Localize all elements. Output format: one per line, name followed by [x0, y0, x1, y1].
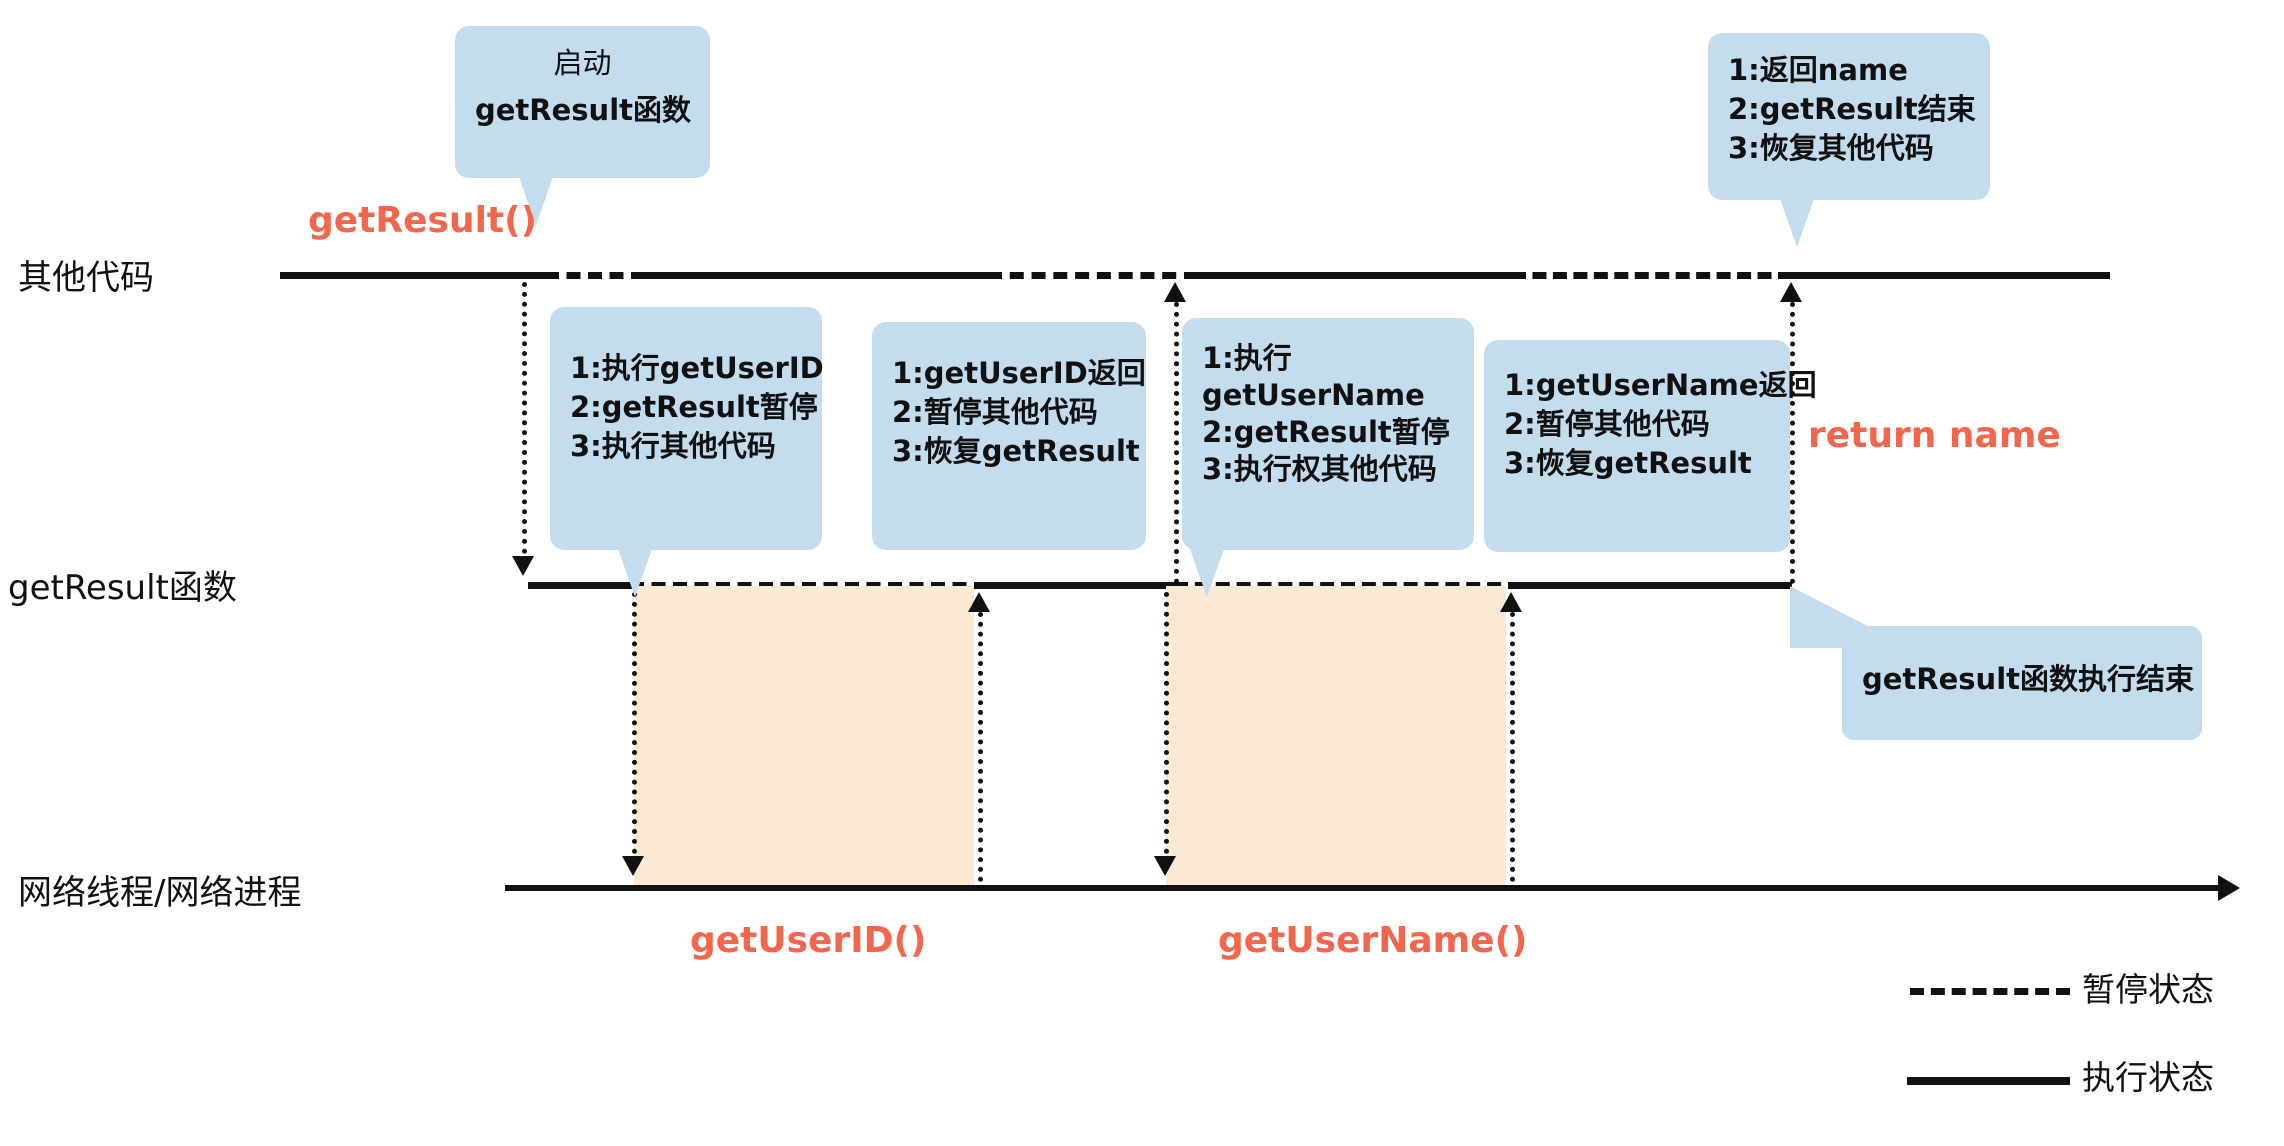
- callout-exec-getuserid-line-2: 2:getResult暂停: [570, 390, 818, 425]
- lane1-seg-solid-2: [640, 272, 990, 279]
- callout-return-name: 1:返回name 2:getResult结束 3:恢复其他代码: [1708, 33, 1990, 200]
- connector-return-name: [1790, 302, 1795, 584]
- lane1-seg-solid-4: [1790, 272, 2110, 279]
- lane2-seg-solid-2: [986, 582, 1176, 589]
- callout-return-name-line-1: 1:返回name: [1728, 53, 1908, 87]
- lane-label-other-code: 其他代码: [18, 258, 154, 298]
- network-block-getusername: [1166, 586, 1506, 885]
- callout-exec-getusername-line-4: 3:执行权其他代码: [1202, 452, 1437, 487]
- lane2-seg-solid-1: [528, 582, 632, 589]
- callout-exec-getuserid-line-1: 1:执行getUserID: [570, 351, 824, 385]
- lane-label-network-thread: 网络线程/网络进程: [18, 873, 302, 913]
- connector-getuserid-start: [632, 592, 637, 854]
- legend-swatch-paused: [1910, 988, 2070, 995]
- lane1-seg-solid-3: [1196, 272, 1514, 279]
- lane2-seg-solid-3: [1520, 582, 1792, 589]
- lane-label-getresult-func: getResult函数: [8, 568, 237, 608]
- callout-exec-getusername-line-2: getUserName: [1202, 378, 1425, 413]
- callout-getuserid-return-line-2: 2:暂停其他代码: [892, 395, 1098, 430]
- callout-getuserid-return-line-3: 3:恢复getResult: [892, 434, 1140, 469]
- callout-return-name-line-2: 2:getResult结束: [1728, 92, 1976, 127]
- callout-exec-getusername-tail: [1190, 549, 1224, 597]
- connector-getuserid-return: [978, 612, 983, 882]
- network-block-getuserid: [634, 586, 974, 885]
- legend-swatch-executing: [1907, 1077, 2070, 1085]
- lane3-axis-arrow-icon: [2218, 875, 2240, 901]
- callout-getusername-return-line-1: 1:getUserName返回: [1504, 368, 1817, 402]
- callout-getresult-finished-line-1: getResult函数执行结束: [1862, 662, 2194, 696]
- connector-getuserid-return-arrow-icon: [968, 592, 990, 612]
- legend-label-paused: 暂停状态: [2082, 970, 2214, 1009]
- callout-exec-getuserid-tail: [618, 549, 652, 597]
- callout-exec-getuserid: 1:执行getUserID 2:getResult暂停 3:执行其他代码: [550, 307, 824, 550]
- connector-start-call-arrow-icon: [512, 556, 534, 576]
- callout-exec-getusername: 1:执行 getUserName 2:getResult暂停 3:执行权其他代码: [1182, 318, 1474, 550]
- legend-label-executing: 执行状态: [2082, 1058, 2214, 1097]
- label-getresult-call: getResult(): [308, 200, 538, 241]
- connector-getusername-start-arrow-icon: [1154, 856, 1176, 876]
- callout-return-name-line-3: 3:恢复其他代码: [1728, 131, 1934, 166]
- label-return-name: return name: [1808, 415, 2061, 456]
- callout-exec-getusername-line-1: 1:执行: [1202, 341, 1292, 375]
- callout-getuserid-return: 1:getUserID返回 2:暂停其他代码 3:恢复getResult: [872, 322, 1146, 550]
- callout-exec-getuserid-line-3: 3:执行其他代码: [570, 429, 776, 464]
- callout-getresult-finished-tail: [1790, 586, 1910, 648]
- callout-exec-getusername-line-3: 2:getResult暂停: [1202, 415, 1450, 450]
- callout-return-name-tail: [1780, 199, 1814, 247]
- callout-start: 启动 getResult函数: [455, 26, 710, 178]
- lane1-seg-solid-1: [280, 272, 545, 279]
- lane2-seg-dash-2: [1174, 582, 1522, 589]
- callout-getusername-return-line-3: 3:恢复getResult: [1504, 446, 1752, 481]
- label-get-user-id: getUserID(): [690, 920, 927, 961]
- callout-start-line-2: getResult函数: [475, 93, 691, 128]
- lane1-seg-dash-3: [1512, 272, 1792, 279]
- callout-getusername-return: 1:getUserName返回 2:暂停其他代码 3:恢复getResult: [1484, 340, 1817, 552]
- connector-resume-1: [1174, 302, 1179, 584]
- label-get-user-name: getUserName(): [1218, 920, 1528, 961]
- connector-resume-1-arrow-icon: [1164, 282, 1186, 302]
- connector-getuserid-start-arrow-icon: [622, 856, 644, 876]
- callout-start-tail: [519, 177, 553, 225]
- lane1-seg-dash-1: [545, 272, 645, 279]
- connector-getusername-return: [1510, 612, 1515, 882]
- lane3-axis: [505, 885, 2220, 891]
- callout-getuserid-return-line-1: 1:getUserID返回: [892, 356, 1146, 390]
- connector-getusername-return-arrow-icon: [1500, 592, 1522, 612]
- connector-return-name-arrow-icon: [1780, 282, 1802, 302]
- connector-start-call: [522, 282, 527, 554]
- callout-start-line-1: 启动: [553, 46, 612, 80]
- lane1-seg-dash-2: [988, 272, 1198, 279]
- connector-getusername-start: [1164, 592, 1169, 854]
- lane2-seg-dash-1: [630, 582, 988, 589]
- callout-getusername-return-line-2: 2:暂停其他代码: [1504, 407, 1710, 442]
